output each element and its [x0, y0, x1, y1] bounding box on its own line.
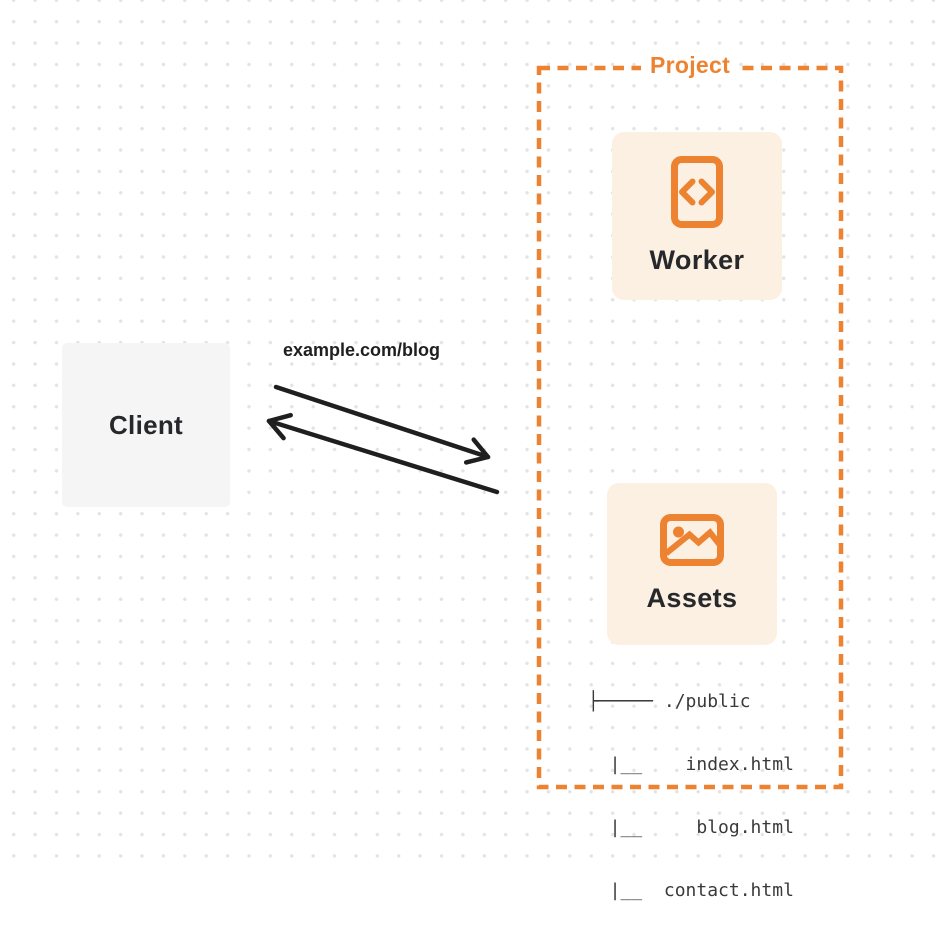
image-icon [660, 514, 724, 566]
tree-line-blog: |__ blog.html [588, 817, 794, 838]
code-file-icon [671, 156, 723, 228]
assets-file-tree: ├───── ./public |__ index.html |__ blog.… [588, 649, 794, 943]
worker-node: Worker [612, 132, 782, 300]
tree-line-contact: |__ contact.html [588, 880, 794, 901]
assets-label: Assets [646, 583, 738, 613]
tree-line-index: |__ index.html [588, 754, 794, 775]
assets-node: Assets [607, 483, 777, 645]
project-label: Project [640, 51, 740, 80]
project-group: Project [539, 51, 841, 80]
worker-label: Worker [649, 245, 745, 275]
client-label: Client [108, 409, 184, 440]
tree-line-public: ├───── ./public [588, 691, 751, 712]
request-arrow [273, 384, 491, 465]
client-node: Client [62, 343, 230, 507]
request-url-label: example.com/blog [283, 340, 441, 360]
diagram-canvas: Client example.com/blog Project Worker A… [0, 0, 938, 901]
response-arrow [266, 412, 500, 495]
